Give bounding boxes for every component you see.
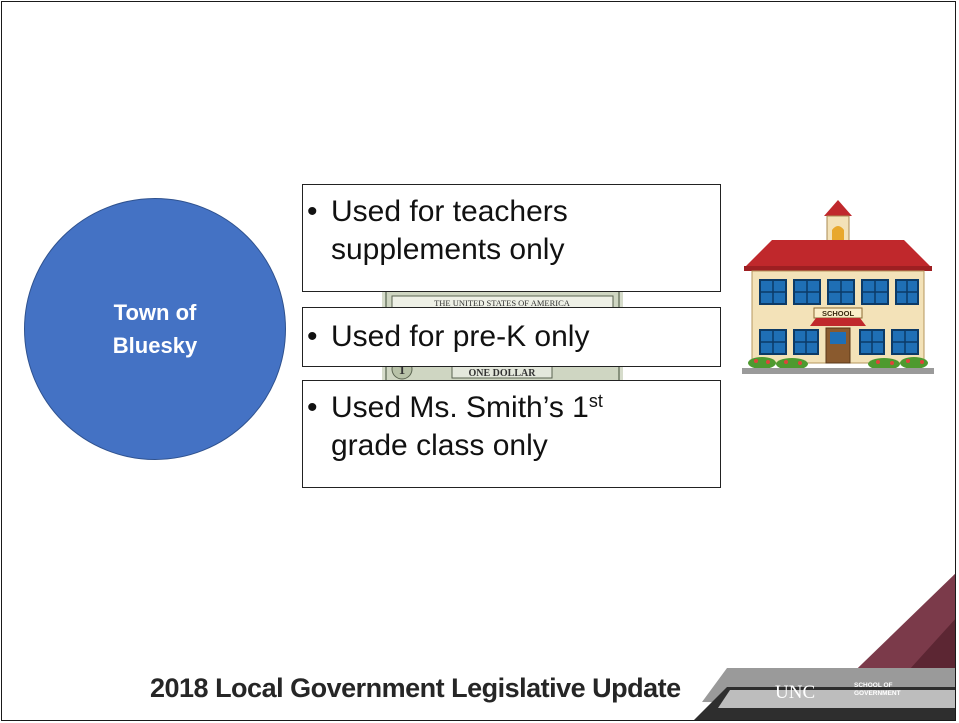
bill-ribbon-text: ONE DOLLAR — [469, 368, 537, 379]
bill-banner-text: THE UNITED STATES OF AMERICA — [434, 298, 571, 308]
box-line: grade class only — [307, 427, 720, 465]
town-circle: Town of Bluesky — [24, 198, 286, 460]
box-text: Used for pre-K only — [331, 320, 590, 353]
bill-numeral: 1 — [399, 362, 406, 377]
ordinal-suffix: st — [588, 391, 603, 411]
unc-logo-text: UNC — [775, 682, 816, 703]
usage-box-first-grade: • Used Ms. Smith’s 1st grade class only — [302, 380, 721, 488]
usage-box-teachers: • Used for teachers supplements only — [302, 184, 721, 292]
bullet: • — [307, 195, 318, 228]
box-text: grade class only — [331, 429, 548, 462]
box-line: • Used for teachers — [307, 193, 720, 231]
box-text: Used for teachers — [331, 195, 568, 228]
box-line: • Used for pre-K only — [307, 318, 720, 356]
box-text: supplements only — [331, 233, 565, 266]
footer-title: 2018 Local Government Legislative Update — [150, 673, 681, 703]
bullet: • — [307, 391, 318, 424]
unc-logo-subtext: SCHOOL OF GOVERNMENT — [854, 682, 901, 697]
bullet: • — [307, 320, 318, 353]
school-building-image: SCHOOL — [742, 200, 934, 374]
box-line: supplements only — [307, 231, 720, 269]
box-line: • Used Ms. Smith’s 1st — [307, 389, 720, 427]
town-label: Town of Bluesky — [112, 300, 198, 358]
usage-box-prek: • Used for pre-K only — [302, 307, 721, 367]
box-text: Used Ms. Smith’s 1 — [331, 391, 589, 424]
school-sign-text: SCHOOL — [822, 309, 855, 318]
